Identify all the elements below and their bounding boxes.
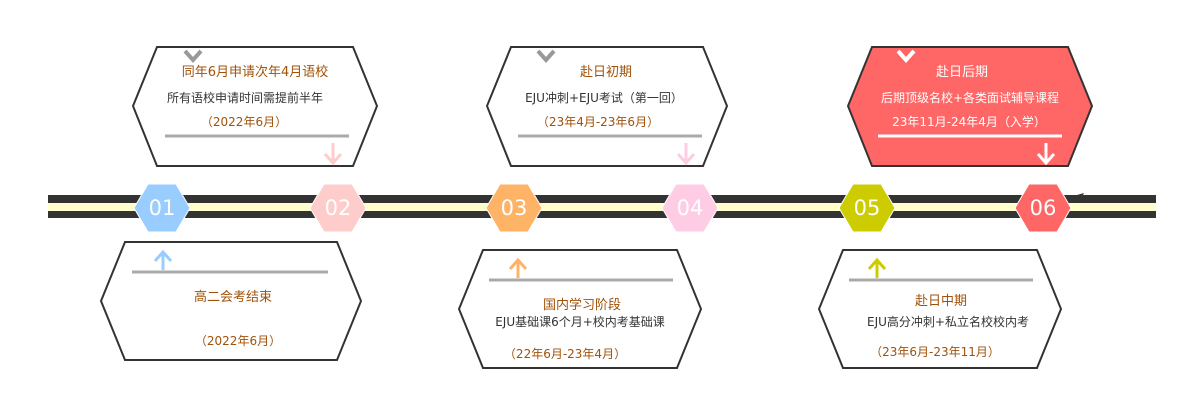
step-date: （2022年6月）: [194, 334, 282, 348]
chevron-down-icon: [183, 49, 203, 64]
arrow-down-icon: [323, 143, 343, 166]
step-hex-04: [661, 183, 719, 233]
step-number: 06: [1029, 196, 1057, 220]
step-desc: EJU冲刺+EJU考试（第一回）: [525, 91, 683, 105]
step-number: 05: [853, 196, 881, 220]
step-title: 同年6月申请次年4月语校: [181, 65, 329, 80]
step-hex-06: [1014, 183, 1072, 233]
chevron-down-icon: [896, 49, 916, 64]
arrow-up-icon: [867, 257, 887, 278]
step-title: 赴日中期: [914, 294, 968, 309]
step-desc: EJU高分冲刺+私立名校校内考: [867, 315, 1029, 329]
step-date: （23年6月-23年11月）: [870, 345, 1000, 359]
step-number: 03: [500, 196, 528, 220]
step-title: 国内学习阶段: [542, 298, 622, 313]
step-desc: 所有语校申请时间需提前半年: [166, 91, 324, 105]
step-desc: 后期顶级名校+各类面试辅导课程: [880, 91, 1060, 105]
step-date: 23年11月-24年4月（入学）: [892, 115, 1046, 129]
step-desc: EJU基础课6个月+校内考基础课: [495, 315, 665, 329]
step-date: （23年4月-23年6月）: [536, 115, 660, 129]
step-number: 02: [324, 196, 352, 220]
arrow-down-icon: [676, 143, 696, 166]
step-hex-01: [133, 183, 191, 233]
step-title: 赴日后期: [935, 65, 989, 80]
step-title: 赴日初期: [579, 65, 633, 80]
step-number: 01: [148, 196, 176, 220]
timeline-track: [48, 193, 1156, 218]
step-date: （22年6月-23年4月）: [503, 347, 627, 361]
arrow-down-icon: [1036, 143, 1056, 166]
arrow-up-icon: [508, 257, 528, 278]
step-number: 04: [676, 196, 704, 220]
step-hex-05: [838, 183, 896, 233]
arrow-up-icon: [153, 249, 173, 270]
step-date: （2022年6月）: [200, 115, 288, 129]
step-title: 高二会考结束: [193, 290, 273, 305]
step-hex-02: [309, 183, 367, 233]
step-hex-03: [485, 183, 543, 233]
chevron-down-icon: [536, 49, 556, 64]
